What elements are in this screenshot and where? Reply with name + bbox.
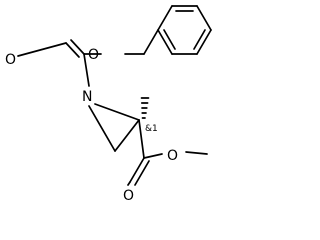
ring-bond (196, 5, 212, 31)
ring-double-bond (193, 29, 206, 50)
ring-double-bond (163, 29, 176, 50)
methyl-hashed-wedge (140, 97, 150, 119)
ring-bond (157, 29, 173, 55)
bond-o-to-methyl (185, 151, 208, 155)
atom-o-ester-link: O (88, 47, 99, 63)
ring-bond (157, 5, 173, 31)
bond-ester-c-double-o (129, 157, 145, 183)
aziridine-bond (114, 119, 140, 152)
atom-o-carbamate-carbonyl: O (5, 52, 16, 68)
stereo-label: &1 (145, 124, 158, 134)
atom-o-methyl-ester-link: O (167, 148, 178, 164)
bond-ester-c-double-o (127, 181, 131, 186)
atom-n-aziridine: N (82, 89, 92, 105)
bond-carbamate-c-double-o (70, 39, 85, 55)
bond-ring-to-ch2 (143, 29, 159, 55)
bond-carbamate-c-to-o-extension (17, 42, 67, 57)
aziridine-bond (88, 105, 116, 152)
benzene-ring (157, 5, 212, 55)
aziridine-bond (94, 103, 140, 121)
bond-carbonyl-to-n (83, 53, 90, 87)
ring-bond (196, 29, 212, 55)
bond-carbamate-c-double-o (65, 42, 80, 58)
bond-ester-c-double-o (134, 160, 150, 186)
chemical-structure-diagram: O O N O O &1 (5, 5, 212, 204)
bond-ester-c-to-o (143, 153, 163, 159)
atom-o-methyl-ester-carbonyl: O (123, 188, 134, 204)
bond-quaternary-c-to-ester-c (138, 119, 145, 159)
